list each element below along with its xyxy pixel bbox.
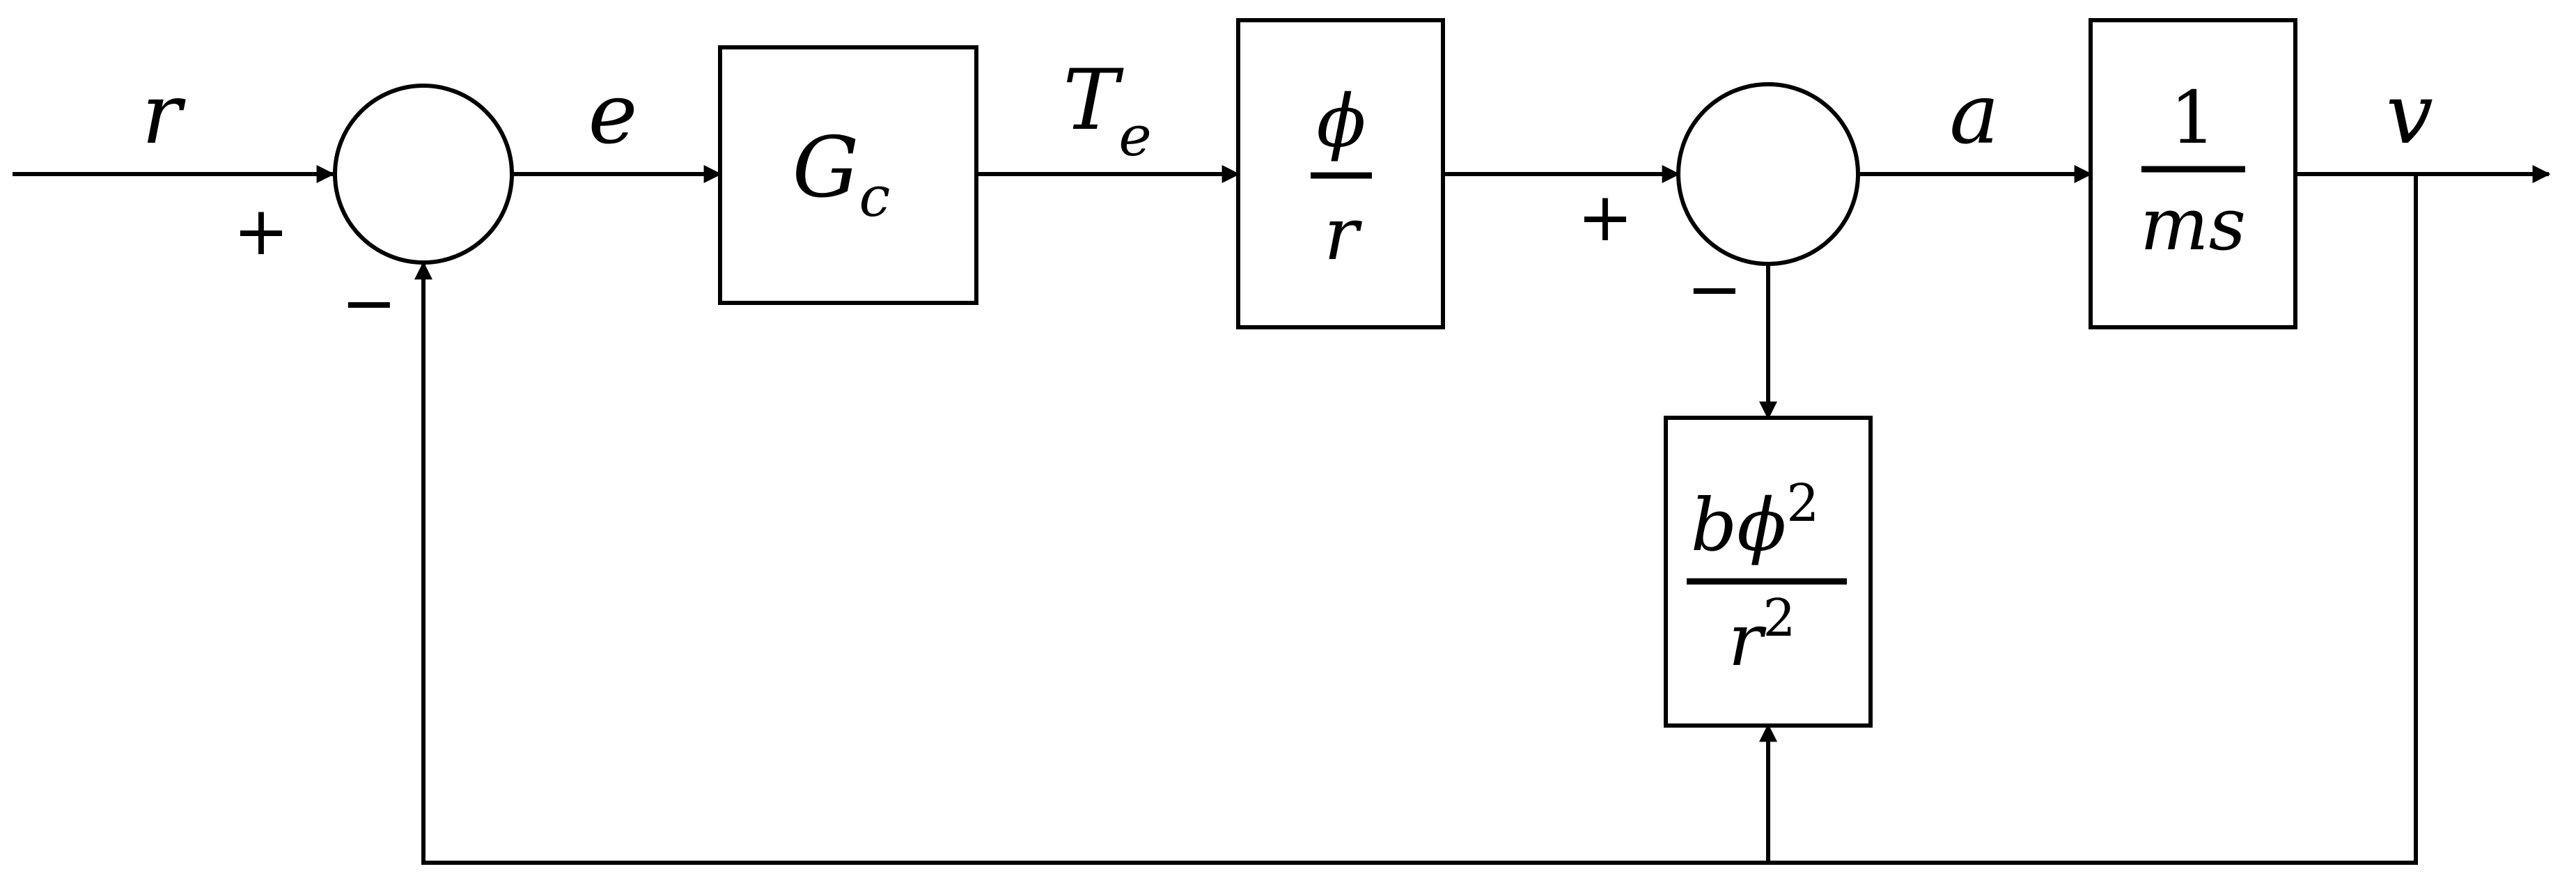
signal-label-a: a [1949,66,1999,163]
controller-subscript: c [859,164,891,229]
friction-block [1664,416,1873,728]
friction-numerator-exponent: 2 [1786,473,1819,533]
sum2-plus-sign: + [1577,178,1633,256]
torque-main: T [1063,52,1124,149]
friction-denominator-exponent: 2 [1763,588,1795,648]
feedback-path [421,174,2418,865]
friction-denominator: r2 [1728,588,1796,682]
sum2-minus-sign: − [1687,250,1742,328]
gain-denominator: r [1324,191,1362,276]
signal-label-e: e [588,66,637,163]
signal-label-torque: Te [1063,52,1151,169]
signal-label-r: r [141,66,186,163]
controller-label: Gc [793,120,891,229]
plant-block [2089,18,2297,329]
gain-numerator: ϕ [1317,79,1366,164]
plant-numerator: 1 [2170,75,2216,160]
torque-subscript: e [1118,104,1151,169]
friction-numerator: bϕ2 [1691,473,1820,567]
sum1-minus-sign: − [341,264,397,342]
friction-numerator-main: bϕ [1691,483,1786,567]
summing-junction-1 [333,84,514,265]
friction-denominator-main: r [1728,597,1767,682]
plant-denominator: ms [2140,182,2246,267]
summing-junction-2 [1676,82,1860,266]
sum1-plus-sign: + [233,192,289,270]
signal-label-v: v [2386,66,2433,163]
controller-main: G [793,120,859,217]
